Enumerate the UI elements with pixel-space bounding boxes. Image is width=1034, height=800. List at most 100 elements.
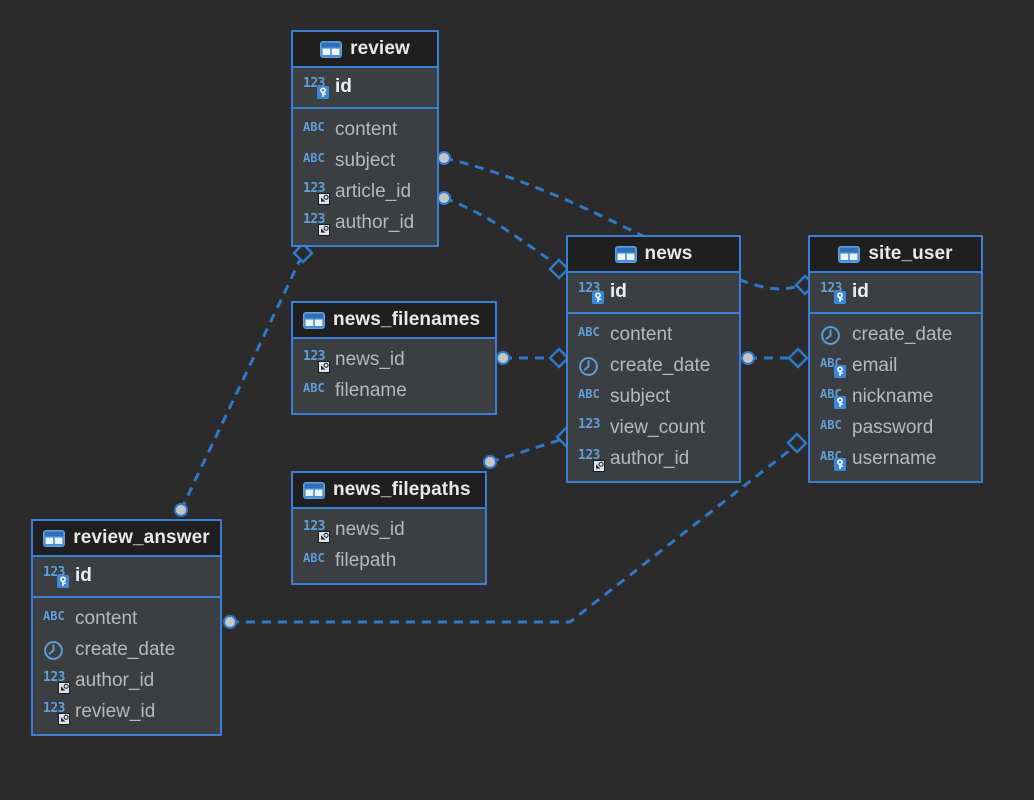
relationship-news_filenames-to-news[interactable]: [496, 347, 570, 369]
table-icon: [303, 482, 325, 499]
table-icon: [838, 246, 861, 263]
numeric-type-icon: 123: [303, 212, 330, 236]
table-name: news_filenames: [333, 309, 481, 330]
column-name: subject: [610, 385, 671, 407]
relationship-review-article_id-to-news[interactable]: [437, 191, 570, 280]
table-header[interactable]: review: [293, 32, 437, 68]
relationship-source-dot: [437, 191, 451, 205]
column-row[interactable]: ABC subject: [568, 381, 739, 412]
relationship-target-diamond: [786, 432, 808, 454]
column-name: article_id: [335, 180, 412, 202]
column-name: nickname: [852, 385, 934, 407]
clock-icon: [43, 639, 68, 661]
abc-type-icon: ABC: [820, 417, 842, 432]
abc-type-icon: ABC: [578, 324, 600, 339]
column-name: author_id: [610, 447, 690, 469]
table-header[interactable]: site_user: [810, 237, 981, 273]
table-icon: [614, 246, 637, 263]
column-name: id: [75, 564, 92, 586]
column-name: news_id: [335, 518, 405, 540]
abc-type-icon: ABC: [820, 355, 846, 378]
column-name: create_date: [75, 638, 176, 660]
numeric-type-icon: 123: [578, 281, 604, 304]
abc-type-icon: ABC: [303, 119, 325, 134]
numeric-type-icon: 123: [303, 76, 329, 99]
relationship-source-dot: [483, 455, 497, 469]
column-row[interactable]: ABC content: [293, 114, 437, 145]
relationship-source-dot: [174, 503, 188, 517]
table-header[interactable]: news: [568, 237, 739, 273]
primary-key-section: 123 id: [568, 273, 739, 314]
numeric-type-icon: 123: [578, 416, 600, 432]
primary-key-row[interactable]: 123 id: [293, 71, 437, 102]
column-name: id: [335, 75, 352, 97]
column-name: content: [75, 607, 138, 629]
column-name: author_id: [75, 669, 155, 691]
column-row[interactable]: create_date: [33, 634, 220, 665]
table-header[interactable]: news_filenames: [293, 303, 495, 339]
column-name: create_date: [852, 323, 953, 345]
column-name: author_id: [335, 211, 415, 233]
primary-key-row[interactable]: 123 id: [810, 276, 981, 307]
table-header[interactable]: news_filepaths: [293, 473, 485, 509]
relationship-source-dot: [437, 151, 451, 165]
abc-type-icon: ABC: [578, 386, 600, 401]
relationship-news_filepaths-to-news[interactable]: [483, 426, 577, 469]
primary-key-row[interactable]: 123 id: [568, 276, 739, 307]
column-name: content: [335, 118, 398, 140]
column-row[interactable]: ABC password: [810, 412, 981, 443]
column-name: email: [852, 354, 898, 376]
relationship-source-dot: [223, 615, 237, 629]
table-header[interactable]: review_answer: [33, 521, 220, 557]
relationship-target-diamond: [787, 347, 809, 369]
numeric-type-icon: 123: [578, 448, 605, 472]
column-row[interactable]: create_date: [568, 350, 739, 381]
relationship-news-to-site_user[interactable]: [741, 347, 809, 369]
numeric-type-icon: 123: [303, 349, 330, 373]
column-name: filename: [335, 379, 407, 401]
table-icon: [303, 312, 325, 329]
abc-type-icon: ABC: [303, 550, 325, 565]
column-row[interactable]: create_date: [810, 319, 981, 350]
column-name: id: [852, 280, 869, 302]
table-name: news: [644, 243, 693, 264]
numeric-type-icon: 123: [303, 181, 330, 205]
table-name: review: [350, 38, 410, 59]
abc-type-icon: ABC: [303, 150, 325, 165]
column-row[interactable]: ABC email: [810, 350, 981, 381]
table-icon: [43, 530, 66, 547]
clock-icon: [820, 324, 845, 346]
primary-key-section: 123 id: [810, 273, 981, 314]
table-name: site_user: [868, 243, 953, 264]
numeric-type-icon: 123: [820, 281, 846, 304]
column-name: create_date: [610, 354, 711, 376]
column-name: id: [610, 280, 627, 302]
column-name: password: [852, 416, 934, 438]
